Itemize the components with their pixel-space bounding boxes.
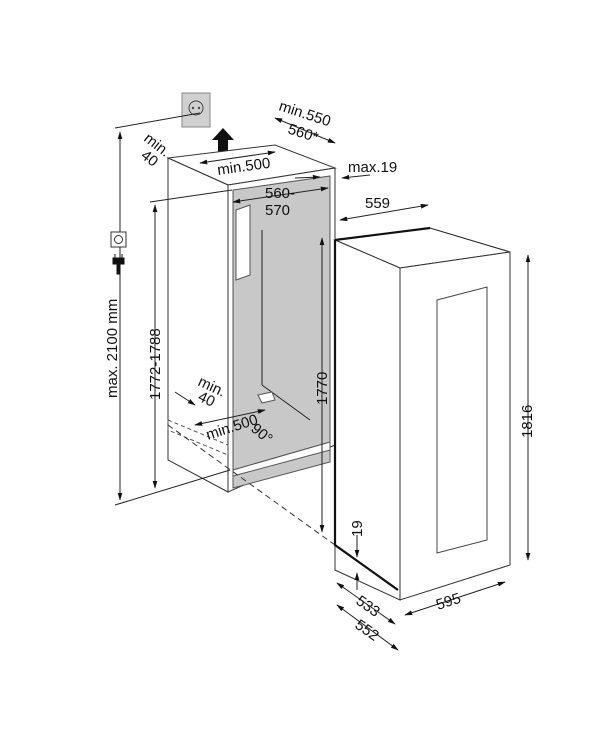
label-533: 533 <box>353 592 383 620</box>
label-560: 560- <box>265 185 295 202</box>
label-1772-1788: 1772-1788 <box>147 328 164 400</box>
socket-icon <box>110 231 127 248</box>
air-vent-arrow-icon <box>212 128 234 152</box>
plug-icon <box>112 254 125 275</box>
label-bottom-40: 40 <box>195 388 217 410</box>
label-559: 559 <box>365 195 390 212</box>
label-1816: 1816 <box>519 405 536 438</box>
appliance <box>333 226 511 601</box>
label-1770: 1770 <box>314 372 331 405</box>
label-max-19: max.19 <box>348 159 397 176</box>
label-595: 595 <box>434 590 463 614</box>
label-552: 552 <box>352 616 382 644</box>
wall-socket-icon <box>181 92 211 128</box>
label-top-40: 40 <box>138 147 162 171</box>
label-19: 19 <box>349 520 366 537</box>
niche-cabinet <box>166 144 337 493</box>
label-max-2100: max. 2100 mm <box>104 299 121 398</box>
label-570: 570 <box>265 202 290 219</box>
